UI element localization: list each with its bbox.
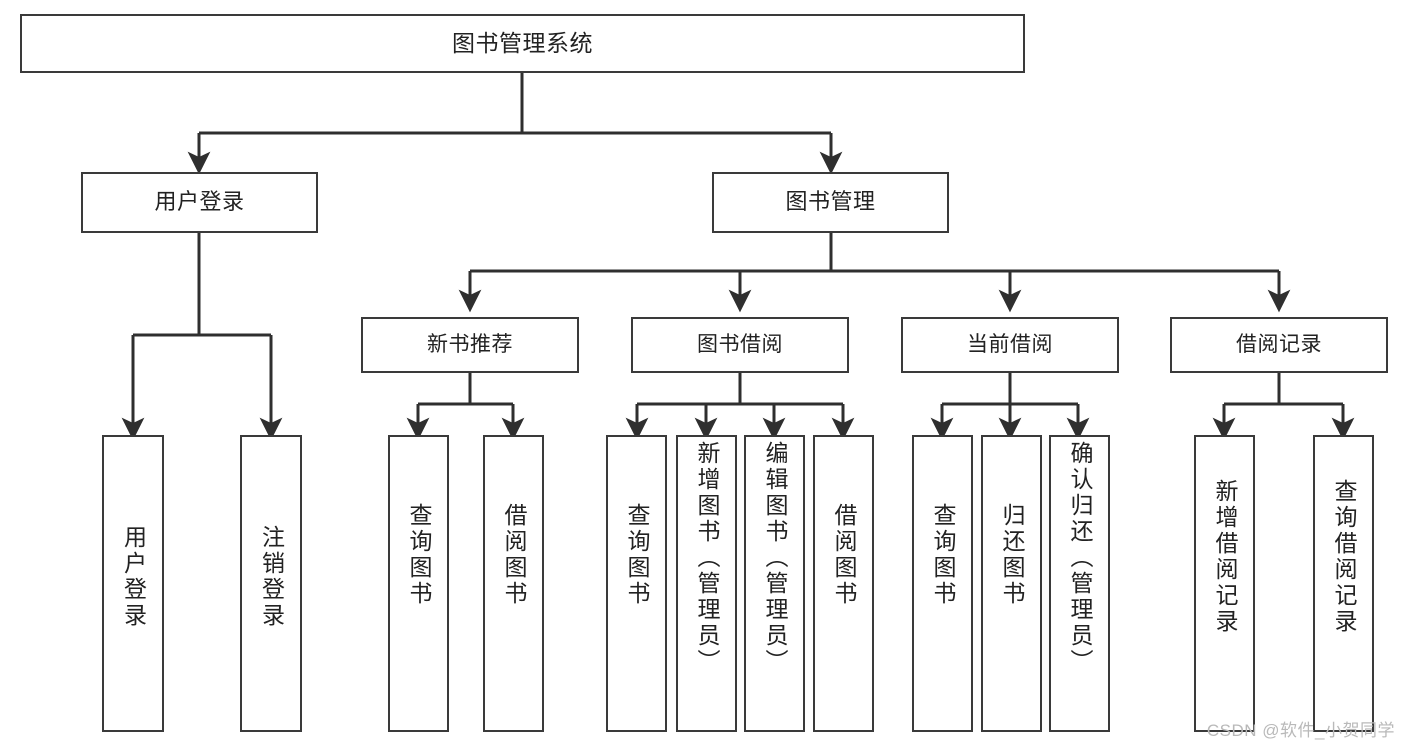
node-leaf-query-book-borrow[interactable]: 查询图书	[606, 435, 667, 732]
node-label: 借阅图书	[831, 503, 857, 607]
csdn-watermark: CSDN @软件_小贺同学	[1206, 721, 1395, 740]
node-root-book-management-system[interactable]: 图书管理系统	[20, 14, 1025, 73]
node-label: 当前借阅	[967, 333, 1053, 357]
node-leaf-user-login[interactable]: 用户登录	[102, 435, 164, 732]
node-leaf-query-book-current[interactable]: 查询图书	[912, 435, 973, 732]
node-leaf-logout[interactable]: 注销登录	[240, 435, 302, 732]
node-label: 查询图书	[624, 503, 650, 607]
node-book-management[interactable]: 图书管理	[712, 172, 949, 233]
node-leaf-add-book-admin[interactable]: 新增图书（管理员）	[676, 435, 737, 732]
node-label: 新增图书（管理员）	[694, 441, 720, 675]
node-label: 新增借阅记录	[1212, 479, 1238, 635]
node-label: 编辑图书（管理员）	[762, 441, 788, 675]
node-label: 确认归还（管理员）	[1067, 441, 1093, 675]
node-label: 注销登录	[258, 525, 285, 629]
node-leaf-edit-book-admin[interactable]: 编辑图书（管理员）	[744, 435, 805, 732]
node-label: 归还图书	[999, 503, 1025, 607]
node-label: 图书借阅	[697, 333, 783, 357]
node-label: 查询图书	[406, 503, 432, 607]
node-current-borrow[interactable]: 当前借阅	[901, 317, 1119, 373]
node-new-book-recommendation[interactable]: 新书推荐	[361, 317, 579, 373]
node-label: 用户登录	[154, 189, 245, 215]
node-leaf-borrow-book[interactable]: 借阅图书	[813, 435, 874, 732]
node-leaf-query-book-recommend[interactable]: 查询图书	[388, 435, 449, 732]
node-label: 用户登录	[120, 525, 147, 629]
node-label: 图书管理系统	[452, 29, 593, 56]
node-leaf-return-book[interactable]: 归还图书	[981, 435, 1042, 732]
node-user-login[interactable]: 用户登录	[81, 172, 318, 233]
node-label: 借阅图书	[501, 503, 527, 607]
node-leaf-confirm-return-admin[interactable]: 确认归还（管理员）	[1049, 435, 1110, 732]
node-label: 图书管理	[785, 189, 876, 215]
node-label: 查询借阅记录	[1331, 479, 1357, 635]
node-leaf-add-borrow-record[interactable]: 新增借阅记录	[1194, 435, 1255, 732]
node-leaf-query-borrow-record[interactable]: 查询借阅记录	[1313, 435, 1374, 732]
node-leaf-borrow-book-recommend[interactable]: 借阅图书	[483, 435, 544, 732]
node-label: 借阅记录	[1236, 333, 1322, 357]
node-label: 新书推荐	[427, 333, 513, 357]
node-label: 查询图书	[930, 503, 956, 607]
node-borrow-records[interactable]: 借阅记录	[1170, 317, 1388, 373]
node-book-borrow[interactable]: 图书借阅	[631, 317, 849, 373]
